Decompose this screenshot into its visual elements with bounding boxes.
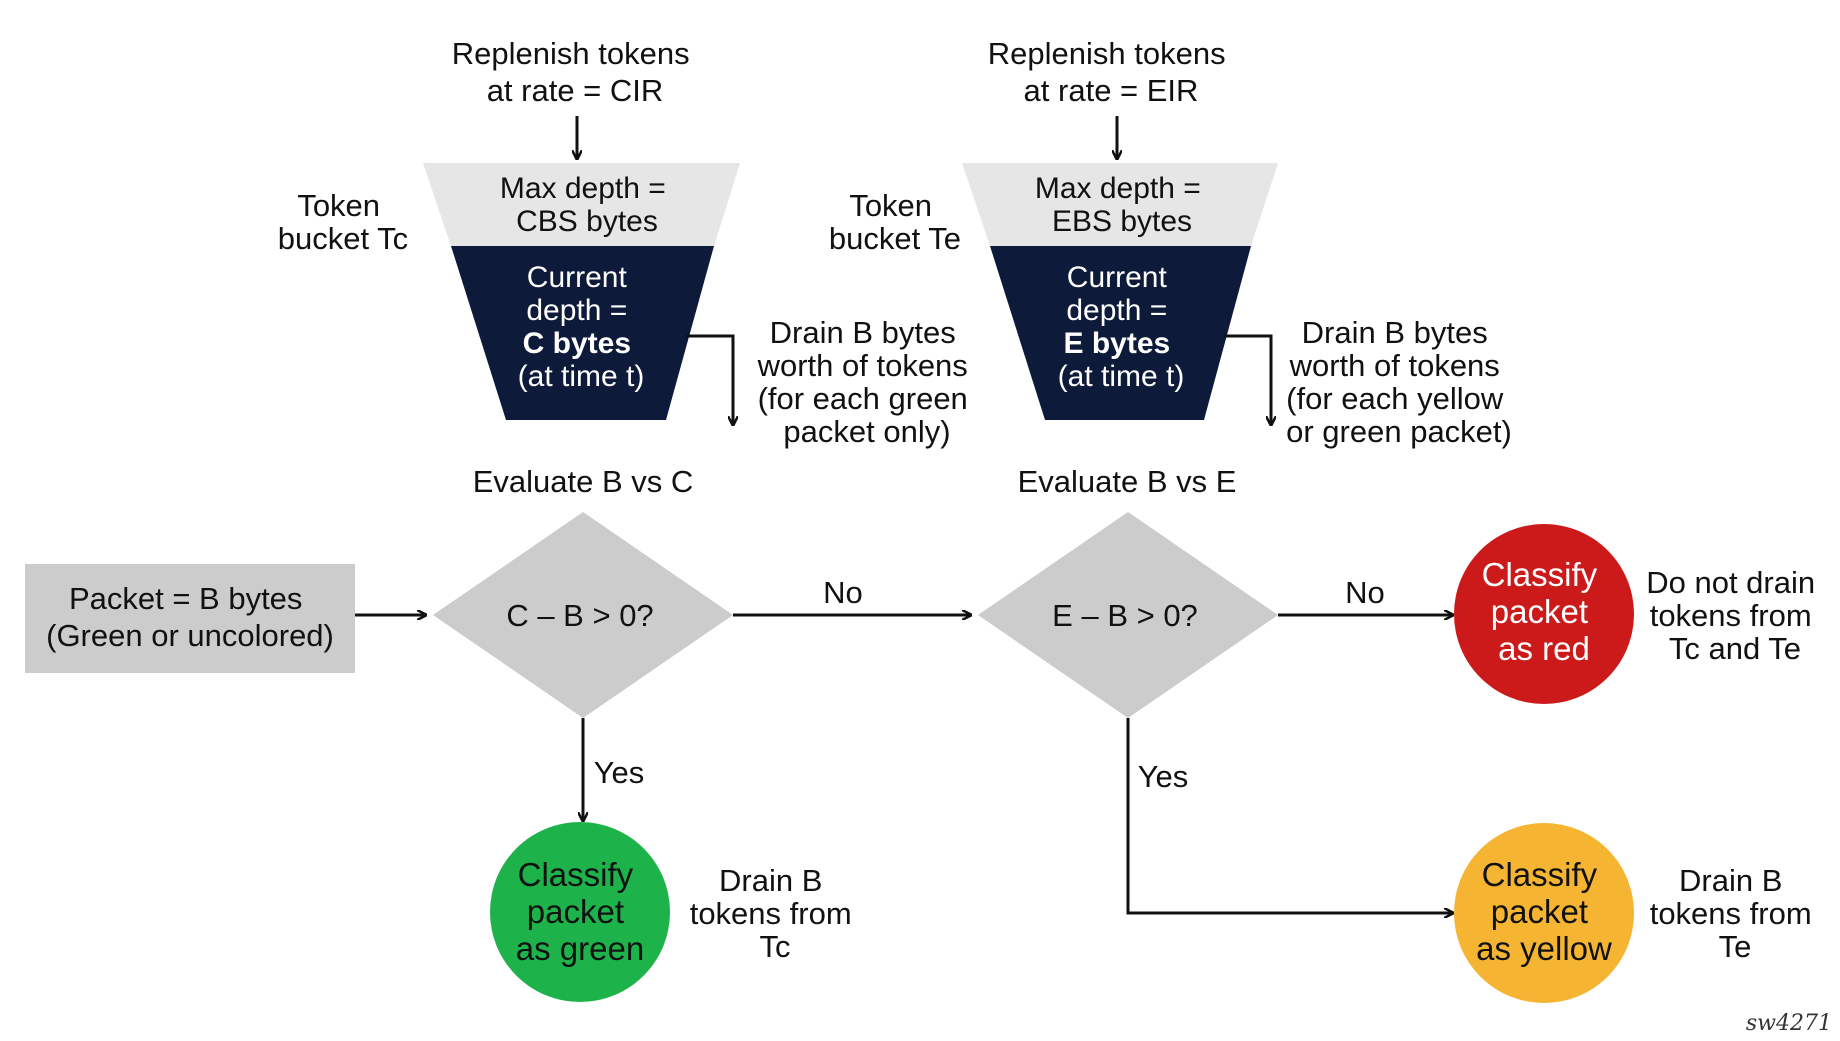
green-circle — [490, 822, 670, 1002]
yellow-note: Drain B tokens from Te — [1650, 863, 1821, 964]
decision-c: C – B > 0? — [433, 512, 733, 718]
evaluate-b-vs-c-label: Evaluate B vs C — [473, 464, 694, 499]
yellow-label: Classify packet as yellow — [1476, 856, 1612, 967]
bucket-te-name: Token bucket Te — [829, 188, 961, 256]
red-label: Classify packet as red — [1482, 556, 1607, 667]
replenish-cir-label: Replenish tokens at rate = CIR — [452, 36, 698, 108]
outcome-yellow: Classify packet as yellow Drain B tokens… — [1454, 823, 1821, 1003]
bucket-tc-name: Token bucket Tc — [278, 188, 408, 256]
drain-tc-arrow — [686, 334, 733, 424]
decision-e-yes-label: Yes — [1138, 759, 1189, 794]
decision-c-text: C – B > 0? — [506, 598, 653, 633]
packet-text: Packet = B bytes (Green or uncolored) — [46, 581, 334, 653]
bucket-te-max-depth-text: Max depth = EBS bytes — [1035, 172, 1209, 238]
bucket-te-current-depth-text: Current depth = E bytes (at time t) — [1058, 261, 1185, 393]
packet-box — [25, 564, 355, 673]
drain-te-arrow — [1224, 334, 1271, 424]
drain-te-label: Drain B bytes worth of tokens (for each … — [1286, 315, 1512, 449]
outcome-green: Classify packet as green Drain B tokens … — [490, 822, 861, 1002]
decision-e-yes-arrow — [1126, 718, 1452, 913]
replenish-eir-label: Replenish tokens at rate = EIR — [988, 36, 1234, 108]
red-note: Do not drain tokens from Tc and Te — [1646, 565, 1824, 666]
packet-node: Packet = B bytes (Green or uncolored) — [25, 564, 355, 673]
decision-e-no-label: No — [1345, 575, 1385, 610]
decision-c-diamond — [433, 512, 733, 718]
yellow-circle — [1454, 823, 1634, 1003]
bucket-tc-current-depth-text: Current depth = C bytes (at time t) — [518, 261, 645, 393]
red-circle — [1454, 524, 1634, 704]
evaluate-b-vs-e-label: Evaluate B vs E — [1018, 464, 1237, 499]
green-label: Classify packet as green — [516, 856, 644, 967]
bucket-tc-max-depth-text: Max depth = CBS bytes — [500, 172, 674, 238]
outcome-red: Classify packet as red Do not drain toke… — [1454, 524, 1824, 704]
bucket-te-max-depth-zone — [962, 163, 1278, 246]
green-note: Drain B tokens from Tc — [690, 863, 861, 964]
token-bucket-tc: Replenish tokens at rate = CIR Token buc… — [278, 36, 977, 499]
bucket-tc-max-depth-zone — [423, 163, 740, 246]
decision-e-text: E – B > 0? — [1052, 598, 1198, 633]
decision-e-diamond — [978, 512, 1278, 718]
token-bucket-te: Replenish tokens at rate = EIR Token buc… — [829, 36, 1512, 499]
bucket-te-current-depth-zone — [990, 246, 1251, 420]
figure-credit: sw4271 — [1746, 1011, 1832, 1036]
decision-c-no-label: No — [823, 575, 863, 610]
decision-c-yes-label: Yes — [594, 755, 645, 790]
drain-tc-label: Drain B bytes worth of tokens (for each … — [757, 315, 977, 449]
decision-e: E – B > 0? — [978, 512, 1278, 718]
bucket-tc-current-depth-zone — [451, 246, 714, 420]
